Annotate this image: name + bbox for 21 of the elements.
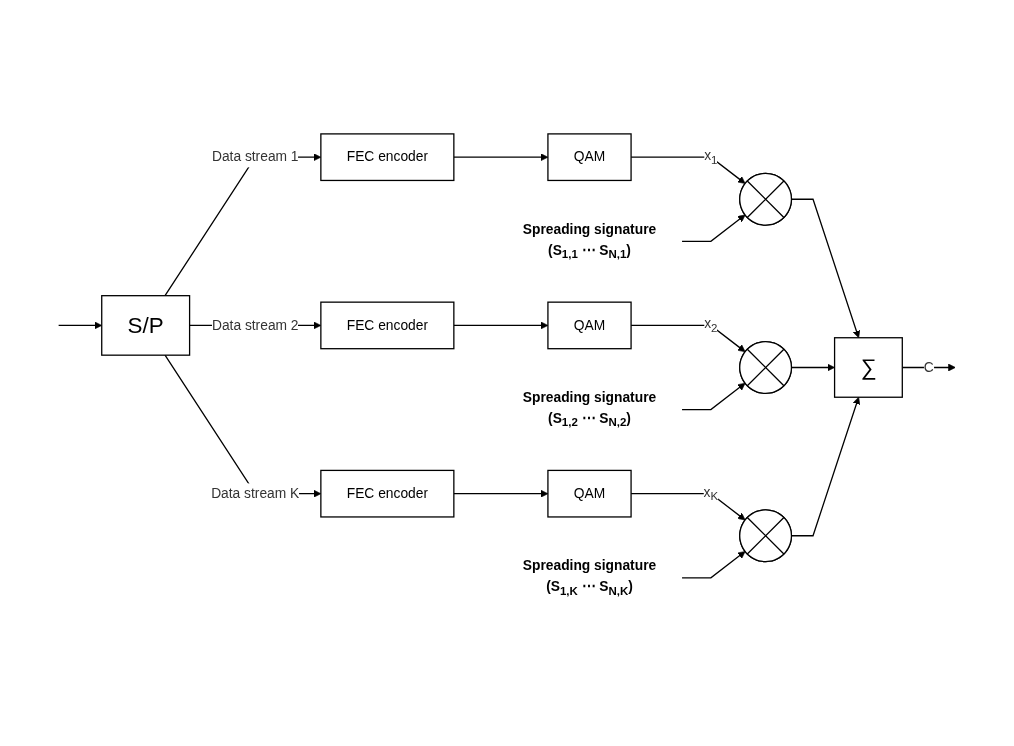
edge-label: x$_{1}$	[704, 147, 718, 166]
node-box: QAM	[547, 469, 632, 518]
node-box: ∑	[833, 336, 903, 398]
node-box: QAM	[547, 132, 632, 181]
node-text: Spreading signature (S$_{1,2}$ ⋯ S$_{N,2}$)	[522, 389, 657, 429]
arrow	[681, 214, 746, 242]
edge-label: Data stream 1	[211, 149, 299, 164]
edge-label: Data stream 2	[211, 317, 299, 332]
node-box: FEC encoder	[320, 301, 455, 349]
node-box: FEC encoder	[320, 469, 455, 518]
node-text: Spreading signature (S$_{1,1}$ ⋯ S$_{N,1}$)	[522, 221, 657, 261]
node-text: Spreading signature (S$_{1,K}$ ⋯ S$_{N,K}$)	[522, 557, 657, 597]
node-box: FEC encoder	[320, 132, 455, 181]
arrow	[681, 382, 746, 410]
edge-label: Data stream K	[211, 485, 300, 501]
edge-label: x$_{2}$	[704, 315, 718, 335]
edge-label: C	[923, 359, 934, 375]
arrow	[681, 550, 746, 579]
edge-label: x$_{K}$	[703, 484, 719, 503]
node-box: S/P	[101, 294, 191, 356]
node-box: QAM	[547, 301, 632, 349]
